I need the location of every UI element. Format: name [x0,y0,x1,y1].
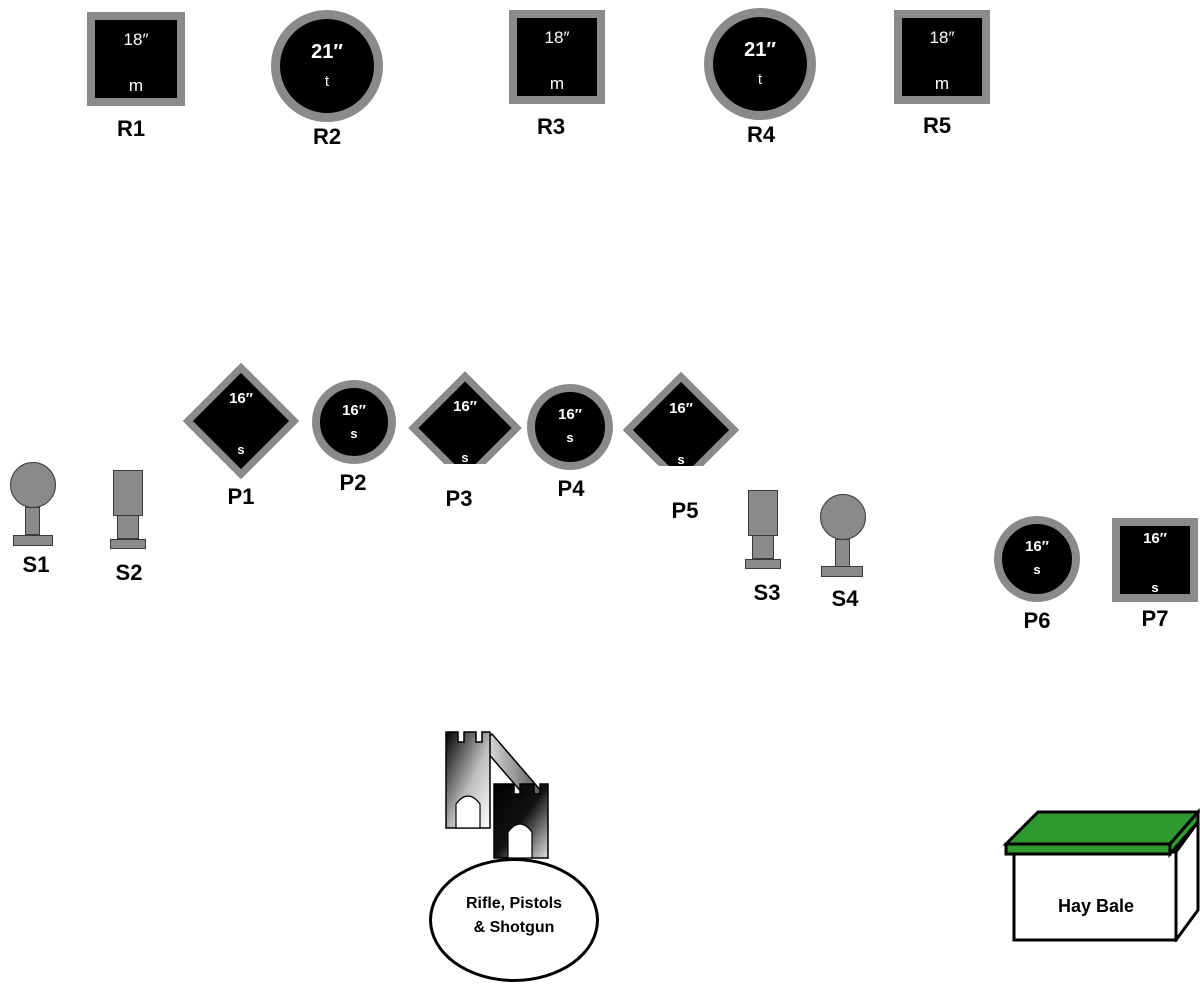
target-size: 16″ [453,398,477,415]
plate-base [13,535,53,546]
rifle-target-r1: 18″ m [87,12,185,106]
pistol-target-p7: 16″ s [1112,518,1198,602]
target-size: 18″ [123,30,149,49]
pistol-target-p4: 16″ s [527,384,613,470]
shooting-position-line2: & Shotgun [473,919,555,936]
rifle-target-label: R1 [116,116,146,141]
target-size: 16″ [1025,538,1049,555]
target-size: 18″ [544,28,570,47]
pistol-target-label: P6 [1023,608,1051,633]
target-type: s [237,442,245,457]
shotgun-target-s3 [745,490,781,570]
target-type: s [1033,562,1041,577]
pistol-target-label: P5 [671,498,699,523]
target-size: 18″ [929,28,955,47]
shotgun-target-label: S3 [753,580,781,605]
shotgun-target-s2 [110,470,146,550]
plate-face [113,470,143,516]
rifle-target-r5: 18″ m [894,10,990,104]
plate-face [820,494,866,540]
target-size: 16″ [229,390,253,407]
target-size: 16″ [669,400,693,417]
hay-bale-label: Hay Bale [1057,896,1135,916]
plate-face [748,490,778,536]
target-size: 16″ [342,402,366,419]
pistol-target-label: P7 [1141,606,1169,631]
shooting-position-line1: Rifle, Pistols [465,895,563,912]
rifle-target-r2: 21″ t [271,10,383,122]
shotgun-target-s4 [818,494,866,580]
pistol-target-p6: 16″ s [994,516,1080,602]
hay-bale-icon [1002,808,1200,942]
shotgun-target-label: S2 [115,560,143,585]
plate-stem [835,539,850,567]
rifle-target-label: R4 [746,122,776,147]
plate-stem [25,507,40,535]
rifle-target-r4: 21″ t [704,8,816,120]
pistol-target-label: P4 [557,476,585,501]
pistol-target-label: P1 [227,484,255,509]
plate-base [745,559,781,569]
rifle-target-label: R5 [922,113,952,138]
target-type: m [549,74,565,93]
door-icon [445,731,549,859]
rifle-target-label: R3 [536,114,566,139]
plate-base [821,566,863,577]
pistol-target-label: P3 [445,486,473,511]
target-type: s [461,450,469,464]
plate-face [10,462,56,508]
target-size: 16″ [1143,530,1167,547]
target-type: t [324,73,330,90]
pistol-target-p1: 16″ s [182,362,300,480]
diamond-shape [183,363,299,479]
shotgun-target-s1 [8,462,56,548]
pistol-target-p3: 16″ s [406,370,524,464]
target-size: 21″ [311,41,343,63]
target-type: m [128,76,144,95]
plate-stem [117,515,139,539]
target-type: s [1151,580,1159,595]
target-type: s [350,426,358,441]
shotgun-target-label: S4 [831,586,859,611]
shooting-position: Rifle, Pistols & Shotgun [429,858,599,982]
target-type: t [757,71,763,88]
target-type: m [934,74,950,93]
pistol-target-p2: 16″ s [312,380,396,464]
plate-base [110,539,146,549]
target-type: s [677,452,685,466]
target-size: 21″ [744,39,776,61]
rifle-target-label: R2 [312,124,342,149]
plate-stem [752,535,774,559]
pistol-target-p5: 16″ s [622,372,740,466]
shotgun-target-label: S1 [22,552,50,577]
pistol-target-label: P2 [339,470,367,495]
rifle-target-r3: 18″ m [509,10,605,104]
target-type: s [566,430,574,445]
target-size: 16″ [558,406,582,423]
